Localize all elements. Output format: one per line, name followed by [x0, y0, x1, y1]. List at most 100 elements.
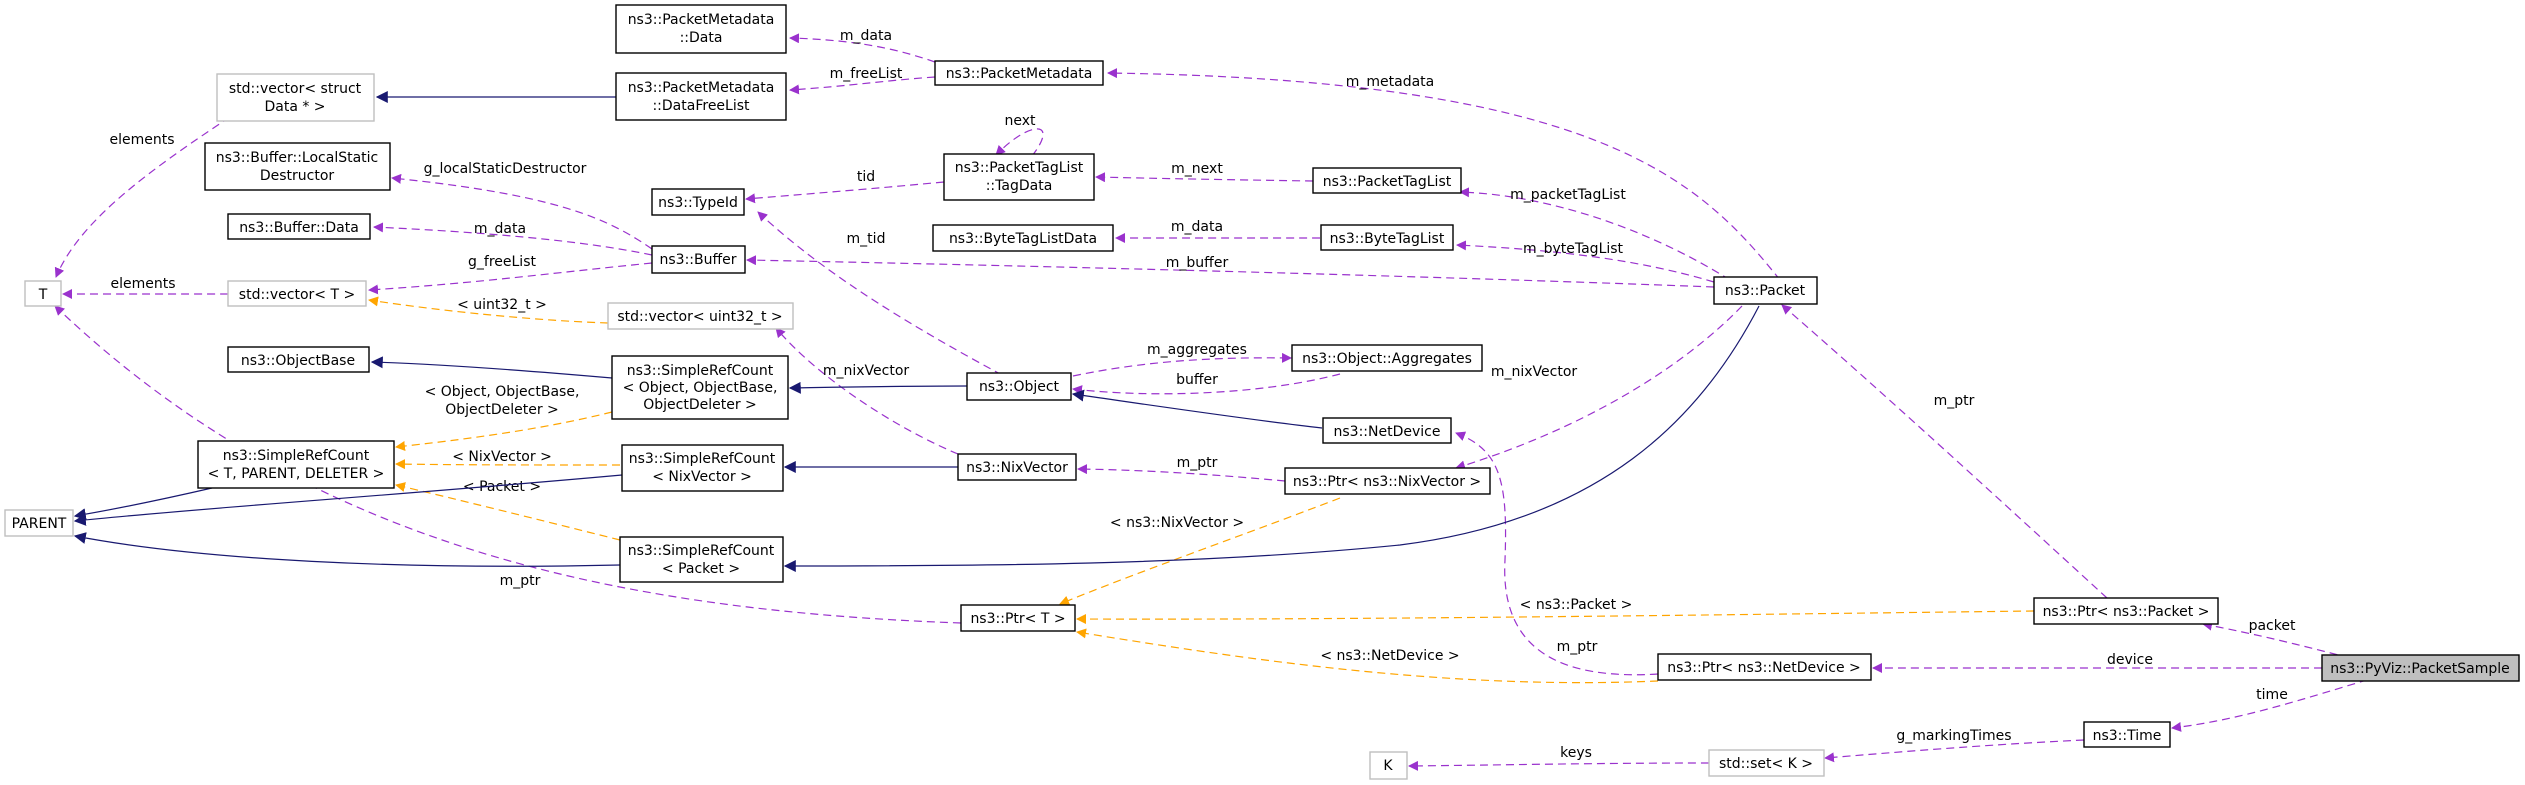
- node-label: ::Data: [680, 30, 723, 46]
- node-packet-metadata-data[interactable]: ns3::PacketMetadata ::Data: [615, 4, 787, 54]
- edge-label-next: next: [1004, 113, 1036, 129]
- edge-label-m-nixvector-obj: m_nixVector: [823, 363, 910, 379]
- node-label: ns3::PacketTagList: [955, 160, 1084, 176]
- edge-m-ptr-nix: m_ptr: [1077, 455, 1286, 482]
- edge-label-m-packettaglist: m_packetTagList: [1510, 187, 1626, 203]
- node-label: ns3::SimpleRefCount: [628, 543, 775, 559]
- node-bytetaglistdata[interactable]: ns3::ByteTagListData: [932, 224, 1114, 252]
- edge-device: device: [1872, 652, 2322, 673]
- node-label: ns3::PacketMetadata: [628, 80, 775, 96]
- edge-label-ptr-pkt-tmpl: < ns3::Packet >: [1520, 597, 1633, 613]
- edge-g-local-static: g_localStaticDestructor: [391, 161, 653, 250]
- edge-m-bytetaglist: m_byteTagList: [1456, 240, 1715, 283]
- edge-next: next: [995, 113, 1044, 157]
- node-set-K[interactable]: std::set< K >: [1708, 749, 1825, 777]
- node-label: ns3::Object: [979, 379, 1060, 395]
- node-netdevice[interactable]: ns3::NetDevice: [1322, 417, 1452, 444]
- edge-label-vect-elements: elements: [110, 276, 175, 292]
- edge-label-m-bytetaglist: m_byteTagList: [1523, 241, 1624, 257]
- edge-vec-elements: elements: [54, 116, 231, 278]
- node-packet-metadata-datafreelist[interactable]: ns3::PacketMetadata ::DataFreeList: [615, 72, 787, 121]
- node-objectbase[interactable]: ns3::ObjectBase: [227, 346, 370, 373]
- node-packet-metadata[interactable]: ns3::PacketMetadata: [934, 60, 1104, 86]
- node-ptr-netdevice[interactable]: ns3::Ptr< ns3::NetDevice >: [1657, 653, 1872, 681]
- node-label: std::set< K >: [1719, 756, 1813, 772]
- edge-label-device: device: [2107, 652, 2153, 668]
- node-label: ns3::PyViz::PacketSample: [2330, 661, 2509, 677]
- node-packet[interactable]: ns3::Packet: [1713, 276, 1818, 305]
- node-label: ns3::Buffer: [660, 252, 737, 268]
- edge-label-btl-m-data: m_data: [1171, 219, 1223, 235]
- node-object[interactable]: ns3::Object: [966, 372, 1072, 401]
- node-label: ns3::NixVector: [966, 460, 1068, 476]
- edge-label-buffer: buffer: [1176, 372, 1218, 388]
- node-ptr-packet[interactable]: ns3::Ptr< ns3::Packet >: [2033, 597, 2219, 625]
- node-label: ns3::Object::Aggregates: [1302, 351, 1472, 367]
- node-simplerefcount-packet[interactable]: ns3::SimpleRefCount < Packet >: [619, 536, 784, 583]
- node-packettaglist-tagdata[interactable]: ns3::PacketTagList ::TagData: [943, 153, 1095, 201]
- edge-nix-tmpl: < NixVector >: [395, 449, 621, 470]
- edge-label-m-ptr-pkt: m_ptr: [1934, 393, 1975, 409]
- edge-uint32: < uint32_t >: [368, 296, 609, 324]
- edge-label-elements: elements: [109, 132, 174, 148]
- edge-inherit-object-srcobj: [788, 381, 968, 394]
- node-label: ns3::Ptr< T >: [970, 611, 1065, 627]
- node-T[interactable]: T: [24, 280, 62, 307]
- node-PARENT[interactable]: PARENT: [4, 509, 74, 537]
- edge-label-m-data: m_data: [840, 28, 892, 44]
- edge-m-aggregates: m_aggregates: [1072, 342, 1292, 377]
- node-simplerefcount-nixvector[interactable]: ns3::SimpleRefCount < NixVector >: [621, 444, 784, 492]
- node-label: std::vector< struct: [229, 81, 362, 97]
- node-ptr-nixvector[interactable]: ns3::Ptr< ns3::NixVector >: [1284, 467, 1491, 495]
- node-simplerefcount-t-parent-deleter[interactable]: ns3::SimpleRefCount < T, PARENT, DELETER…: [197, 440, 395, 489]
- node-label: ns3::ByteTagList: [1330, 231, 1445, 247]
- node-vector-struct-data[interactable]: std::vector< struct Data * >: [216, 73, 375, 122]
- edge-inherit-packet-srcpkt: [783, 305, 1760, 572]
- edge-label-time: time: [2256, 687, 2288, 703]
- edge-label-m-tid: m_tid: [847, 231, 886, 247]
- node-time[interactable]: ns3::Time: [2083, 721, 2171, 748]
- node-typeid[interactable]: ns3::TypeId: [651, 188, 745, 216]
- edge-label-m-ptr-t: m_ptr: [500, 573, 541, 589]
- edge-inherit-srctpd-parent: [73, 487, 213, 521]
- edge-label-m-next: m_next: [1171, 161, 1223, 177]
- edge-label-packet: packet: [2249, 618, 2296, 634]
- edge-m-nixvector-pkt: m_nixVector: [1455, 305, 1743, 471]
- node-K[interactable]: K: [1369, 751, 1408, 780]
- edge-label-m-buffer: m_buffer: [1166, 255, 1229, 271]
- edge-pm-freelist: m_freeList: [789, 66, 936, 95]
- node-label: ns3::Ptr< ns3::NetDevice >: [1667, 660, 1861, 676]
- node-label: K: [1383, 758, 1393, 774]
- edge-label-ptr-nix-tmpl: < ns3::NixVector >: [1110, 515, 1244, 531]
- node-label: Data * >: [264, 99, 325, 115]
- node-label: ns3::PacketMetadata: [946, 66, 1093, 82]
- node-label: ::TagData: [986, 178, 1053, 194]
- node-label: < T, PARENT, DELETER >: [208, 466, 385, 482]
- node-label: ns3::Ptr< ns3::Packet >: [2043, 604, 2210, 620]
- edge-pm-data: m_data: [789, 28, 936, 63]
- node-buffer[interactable]: ns3::Buffer: [651, 245, 746, 274]
- node-buffer-localstatic-destructor[interactable]: ns3::Buffer::LocalStatic Destructor: [204, 142, 391, 191]
- edge-inherit-srcobj-objbase: [370, 356, 613, 379]
- edge-label-m-freelist: m_freeList: [830, 66, 903, 82]
- node-buffer-data[interactable]: ns3::Buffer::Data: [227, 213, 371, 240]
- node-object-aggregates[interactable]: ns3::Object::Aggregates: [1291, 344, 1483, 372]
- node-bytetaglist[interactable]: ns3::ByteTagList: [1320, 224, 1454, 251]
- node-ptr-T[interactable]: ns3::Ptr< T >: [960, 604, 1076, 632]
- edge-label-tid: tid: [857, 169, 875, 185]
- edge-pkt-tmpl: < Packet >: [395, 479, 621, 541]
- node-label: PARENT: [12, 516, 67, 532]
- node-vector-T[interactable]: std::vector< T >: [227, 280, 367, 307]
- node-packettaglist[interactable]: ns3::PacketTagList: [1312, 167, 1462, 194]
- edge-label-obj-tmpl2: ObjectDeleter >: [445, 402, 559, 418]
- node-label: ns3::Ptr< ns3::NixVector >: [1293, 474, 1481, 490]
- node-simplerefcount-object[interactable]: ns3::SimpleRefCount < Object, ObjectBase…: [611, 355, 789, 420]
- node-label: ::DataFreeList: [652, 98, 750, 114]
- edge-label-m-ptr-nix: m_ptr: [1177, 455, 1218, 471]
- node-label: < Packet >: [662, 561, 740, 577]
- node-label: ns3::Buffer::Data: [239, 220, 359, 236]
- node-pyviz-packetsample[interactable]: ns3::PyViz::PacketSample: [2321, 654, 2520, 682]
- node-vector-uint32[interactable]: std::vector< uint32_t >: [607, 302, 794, 330]
- node-nixvector[interactable]: ns3::NixVector: [957, 453, 1077, 481]
- edge-m-ptr-pkt: m_ptr: [1781, 304, 2108, 599]
